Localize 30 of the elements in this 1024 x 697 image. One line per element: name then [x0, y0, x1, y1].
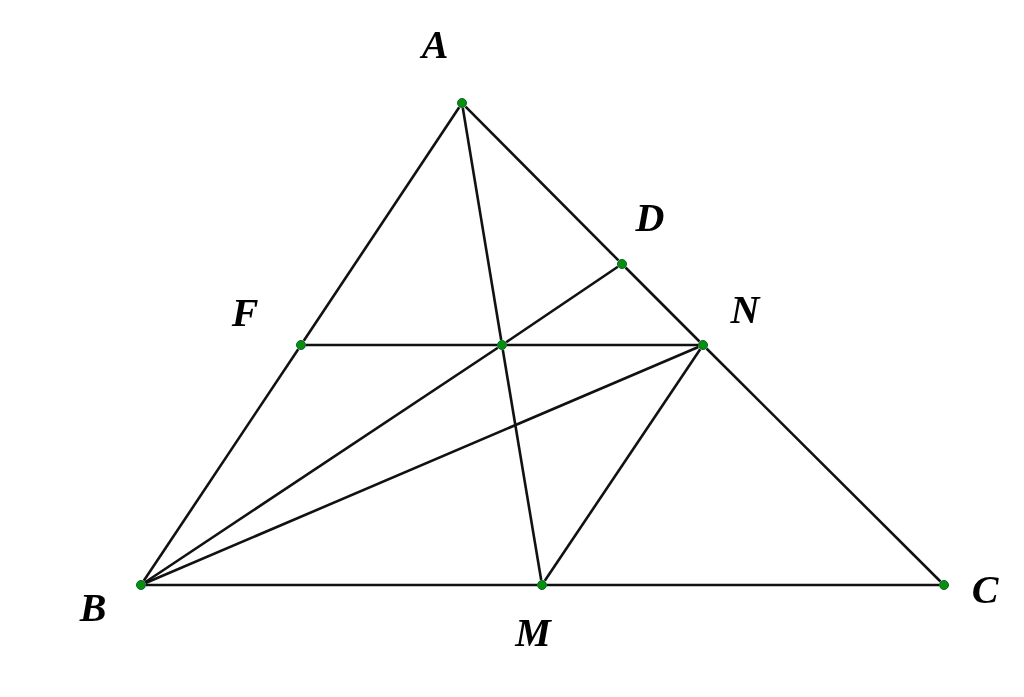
point-label: D: [635, 198, 665, 238]
line-segment: [501, 349, 543, 581]
point-label: N: [730, 290, 760, 330]
line-segment: [547, 583, 939, 587]
line-segment: [146, 583, 537, 587]
line-segment: [507, 343, 698, 347]
point-dot: [939, 580, 949, 590]
point-label: B: [79, 588, 107, 628]
point-label: M: [515, 613, 551, 653]
line-segment: [461, 107, 503, 341]
point-dot: [136, 580, 146, 590]
point-label: A: [421, 25, 449, 65]
line-segment: [144, 346, 499, 584]
point-dot: [457, 98, 467, 108]
point-label: C: [971, 570, 999, 610]
line-segment: [142, 348, 300, 582]
line-segment: [624, 266, 701, 343]
point-label: F: [231, 293, 259, 333]
line-segment: [306, 343, 497, 347]
point-dot: [296, 340, 306, 350]
point-dot: [617, 259, 627, 269]
line-segment: [543, 348, 702, 582]
line-segment: [464, 105, 620, 262]
point-dot: [537, 580, 547, 590]
line-segment: [505, 265, 619, 344]
point-dot: [698, 340, 708, 350]
point-dot: [497, 340, 507, 350]
line-segment: [302, 106, 461, 342]
line-segment: [145, 345, 699, 585]
line-segment: [705, 347, 942, 583]
